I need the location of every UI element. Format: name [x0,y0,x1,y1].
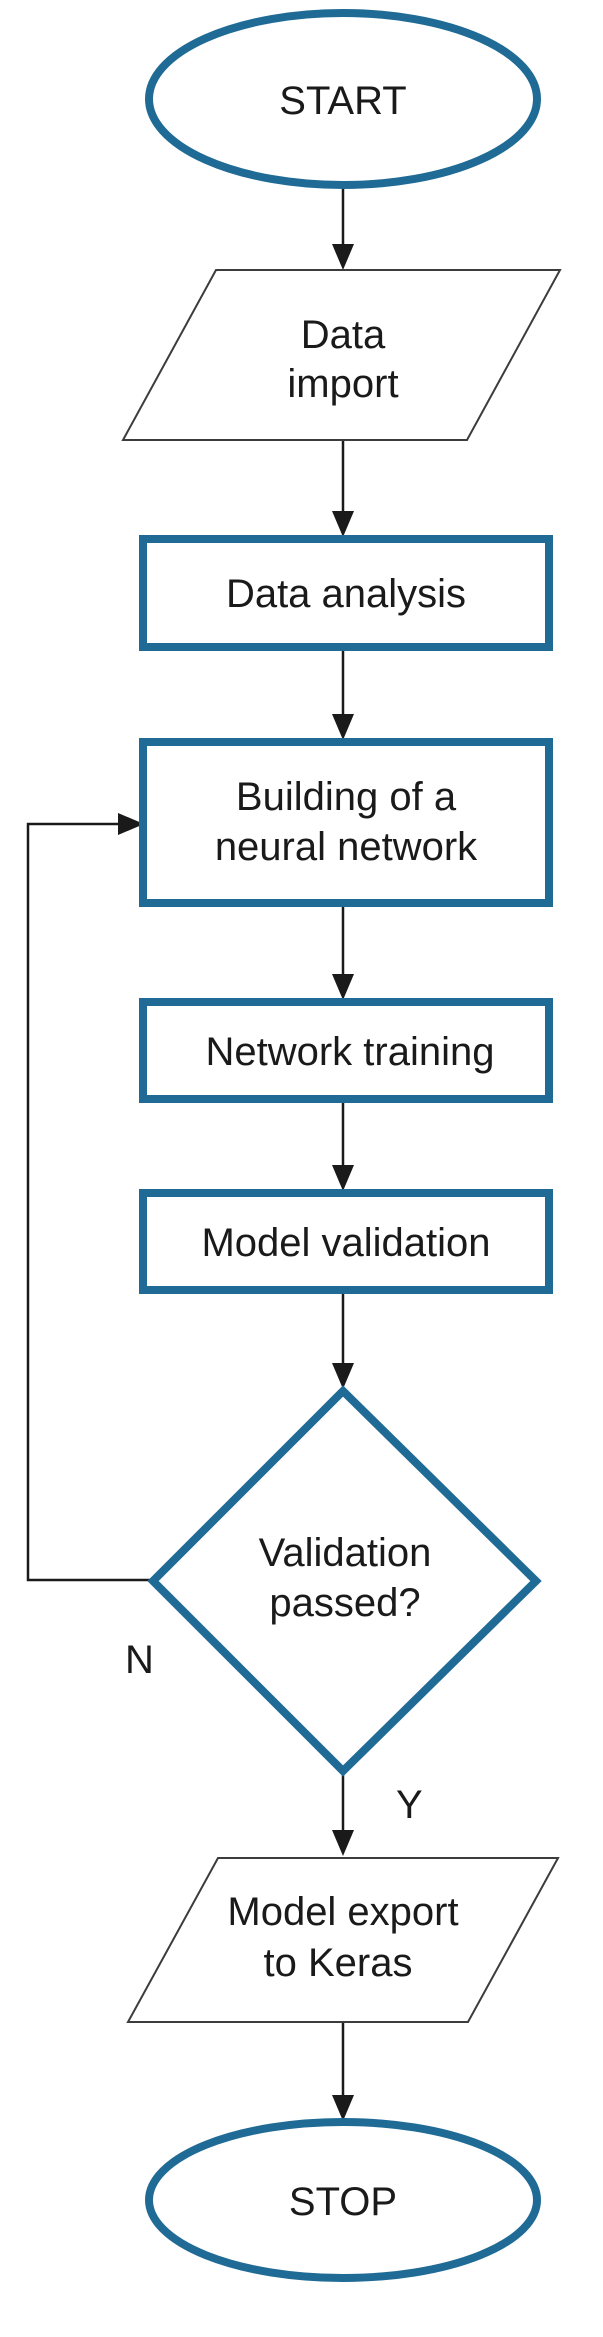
validation-decision-node: Validation passed? [147,1385,542,1777]
arrowhead-stop [332,2095,354,2121]
model-export-shape [126,1857,560,2023]
network-training-node: Network training [139,998,553,1103]
arrowhead-import [332,244,354,270]
data-analysis-node: Data analysis [139,535,553,651]
arrowhead-training [332,974,354,1000]
stop-node: STOP [145,2118,541,2282]
arrowhead-export [332,1830,354,1856]
data-import-shape [121,269,562,441]
start-node: START [145,9,541,189]
start-terminal-shape [145,9,541,189]
stop-label: STOP [289,2180,397,2224]
model-export-label-line-1: Model export [227,1890,458,1934]
build-network-label-line-2: neural network [215,825,478,869]
network-training-shape [139,998,553,1103]
model-validation-label: Model validation [201,1221,490,1265]
arrowhead-loop-back [118,813,144,835]
network-training-label: Network training [205,1030,494,1074]
connector-decision-no-loop [26,822,153,1582]
connectors [26,185,354,2121]
arrowhead-build [332,714,354,740]
start-label: START [279,79,406,123]
model-export-node: Model export to Keras [126,1857,560,2023]
stop-terminal-shape [145,2118,541,2282]
build-network-label-line-1: Building of a [236,775,457,819]
branch-label-no: N [125,1638,154,1682]
data-import-node: Data import [121,269,562,441]
model-validation-shape [139,1189,553,1294]
validation-decision-label-line-2: passed? [269,1581,420,1625]
validation-decision-shape [147,1385,542,1777]
data-analysis-shape [139,535,553,651]
arrowhead-decision [332,1363,354,1389]
arrowhead-validation [332,1165,354,1191]
validation-decision-label-line-1: Validation [259,1531,432,1575]
branch-label-yes: Y [396,1783,423,1827]
data-analysis-label: Data analysis [226,572,466,616]
data-import-label-line-2: import [287,362,398,406]
build-network-node: Building of a neural network [139,738,553,907]
model-validation-node: Model validation [139,1189,553,1294]
data-import-label-line-1: Data [301,313,386,357]
build-network-shape [139,738,553,907]
model-export-label-line-2: to Keras [264,1941,413,1985]
arrowhead-analysis [332,511,354,537]
